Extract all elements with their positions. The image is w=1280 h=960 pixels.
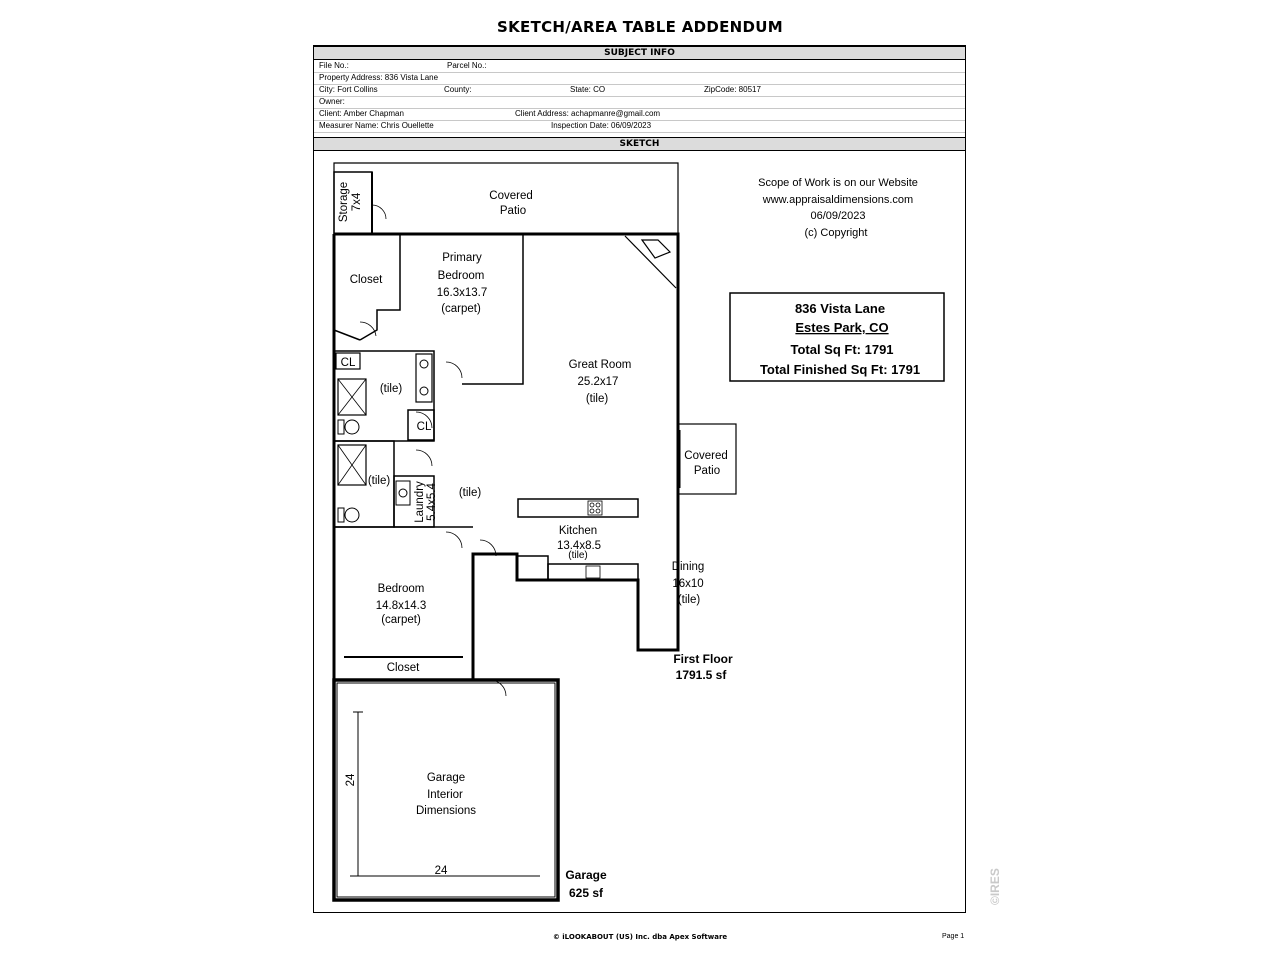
kitchen-appliance bbox=[516, 555, 549, 581]
covered-patio-side-line-2: Patio bbox=[694, 465, 720, 477]
garage-dim-horizontal-label: 24 bbox=[435, 865, 448, 877]
great-room-line-3: (tile) bbox=[586, 393, 609, 405]
covered-patio-top-line-2: Patio bbox=[500, 205, 526, 217]
bath-2-label: (tile) bbox=[368, 475, 391, 487]
garage-area-value: 625 sf bbox=[569, 886, 604, 900]
dining-line-3: (tile) bbox=[678, 594, 701, 606]
laundry-dims: 5.4x5.4 bbox=[426, 483, 438, 521]
storage-label: Storage bbox=[338, 182, 350, 222]
scope-line-3: 06/09/2023 bbox=[810, 210, 865, 222]
summary-address: 836 Vista Lane bbox=[795, 301, 885, 316]
kitchen-counter bbox=[547, 563, 639, 581]
toilet-1-bowl bbox=[344, 419, 360, 435]
covered-patio-side-line-1: Covered bbox=[684, 450, 727, 462]
cl-1-label: CL bbox=[341, 357, 356, 369]
primary-bedroom-line-4: (carpet) bbox=[441, 303, 481, 315]
city: City: Fort Collins bbox=[319, 85, 378, 94]
sketch-header: SKETCH bbox=[314, 137, 965, 151]
vanity-1 bbox=[415, 353, 433, 403]
laundry-label: Laundry bbox=[414, 481, 426, 523]
owner: Owner: bbox=[319, 97, 345, 106]
bath-1-label: (tile) bbox=[380, 383, 403, 395]
shower-1 bbox=[337, 378, 367, 416]
kitchen-line-2: 13.4x8.5 bbox=[557, 540, 601, 552]
scope-line-1: Scope of Work is on our Website bbox=[758, 177, 918, 189]
parcel-no: Parcel No.: bbox=[447, 61, 487, 70]
laundry-sink bbox=[395, 480, 411, 506]
kitchen-line-3: (tile) bbox=[568, 550, 587, 561]
bedroom-line-1: Bedroom bbox=[378, 583, 425, 595]
hall-label: (tile) bbox=[459, 487, 482, 499]
garage-line-2: Interior bbox=[427, 789, 463, 801]
info-row-file: File No.: Parcel No.: bbox=[314, 60, 965, 73]
shower-2 bbox=[337, 444, 367, 486]
fireplace bbox=[640, 239, 672, 259]
footer-page-number: Page 1 bbox=[942, 933, 965, 940]
info-row-address: Property Address: 836 Vista Lane bbox=[314, 72, 965, 85]
closet-wall bbox=[333, 329, 361, 341]
first-floor-area: 1791.5 sf bbox=[676, 668, 728, 682]
covered-patio-side bbox=[677, 423, 737, 495]
summary-city: Estes Park, CO bbox=[795, 320, 888, 335]
cl-2-box bbox=[407, 409, 435, 441]
addendum-frame: SUBJECT INFO File No.: Parcel No.: Prope… bbox=[313, 45, 966, 913]
subject-info-header: SUBJECT INFO bbox=[314, 46, 965, 60]
storage-dims: 7x4 bbox=[351, 192, 363, 211]
zipcode: ZipCode: 80517 bbox=[704, 85, 761, 94]
closet-top-label: Closet bbox=[350, 274, 383, 286]
info-row-owner: Owner: bbox=[314, 96, 965, 109]
state: State: CO bbox=[570, 85, 606, 94]
property-address: Property Address: 836 Vista Lane bbox=[319, 73, 439, 82]
inspection-date: Inspection Date: 06/09/2023 bbox=[551, 121, 652, 130]
client-address: Client Address: achapmanre@gmail.com bbox=[515, 109, 661, 118]
scope-line-4: (c) Copyright bbox=[805, 227, 868, 239]
great-room-line-1: Great Room bbox=[569, 359, 632, 371]
document-title: SKETCH/AREA TABLE ADDENDUM bbox=[497, 18, 783, 36]
file-no: File No.: bbox=[319, 61, 349, 70]
garage-line-1: Garage bbox=[427, 772, 465, 784]
measurer-name: Measurer Name: Chris Ouellette bbox=[319, 121, 434, 130]
garage-area-label: Garage bbox=[565, 868, 607, 882]
covered-patio-top-line-1: Covered bbox=[489, 190, 532, 202]
floor-plan-walls bbox=[332, 162, 737, 902]
bedroom-line-3: (carpet) bbox=[381, 614, 421, 626]
info-row-city: City: Fort Collins County: State: CO Zip… bbox=[314, 84, 965, 97]
summary-total-finished: Total Finished Sq Ft: 1791 bbox=[760, 362, 920, 377]
info-row-measurer: Measurer Name: Chris Ouellette Inspectio… bbox=[314, 120, 965, 133]
toilet-2-tank bbox=[337, 507, 345, 523]
toilet-1-tank bbox=[337, 419, 345, 435]
cl-2-label: CL bbox=[417, 421, 432, 433]
primary-bedroom-side bbox=[462, 234, 524, 385]
ires-watermark: ©IRES bbox=[988, 868, 1002, 905]
kitchen-island bbox=[517, 498, 639, 518]
scope-text: Scope of Work is on our Website www.appr… bbox=[758, 177, 918, 239]
primary-bedroom-line-2: Bedroom bbox=[438, 270, 485, 282]
primary-bedroom-wall bbox=[359, 234, 401, 341]
closet-bottom-label: Closet bbox=[387, 662, 420, 674]
scope-line-2: www.appraisaldimensions.com bbox=[762, 194, 913, 206]
kitchen-line-1: Kitchen bbox=[559, 525, 597, 537]
toilet-2-bowl bbox=[344, 507, 360, 523]
dining-line-1: Dining bbox=[672, 561, 705, 573]
cl-1-box bbox=[335, 352, 361, 370]
room-labels: Storage 7x4 Covered Patio Closet Primary… bbox=[338, 182, 728, 877]
garage-dim-vertical-label: 24 bbox=[345, 773, 357, 786]
primary-bedroom-line-1: Primary bbox=[442, 252, 482, 264]
bedroom-line-2: 14.8x14.3 bbox=[376, 600, 427, 612]
primary-bedroom-line-3: 16.3x13.7 bbox=[437, 287, 488, 299]
footer-copyright: © iLOOKABOUT (US) Inc. dba Apex Software bbox=[552, 933, 728, 941]
area-labels: First Floor 1791.5 sf Garage 625 sf bbox=[565, 652, 733, 900]
county: County: bbox=[444, 85, 472, 94]
garage-outline bbox=[332, 678, 560, 902]
summary-total-sqft: Total Sq Ft: 1791 bbox=[790, 342, 893, 357]
dining-line-2: 16x10 bbox=[672, 578, 703, 590]
summary-box bbox=[729, 292, 945, 382]
garage-line-3: Dimensions bbox=[416, 805, 476, 817]
first-floor-label: First Floor bbox=[673, 652, 733, 666]
client: Client: Amber Chapman bbox=[319, 109, 404, 118]
summary-text: 836 Vista Lane Estes Park, CO Total Sq F… bbox=[760, 301, 920, 377]
great-room-line-2: 25.2x17 bbox=[578, 376, 619, 388]
info-row-client: Client: Amber Chapman Client Address: ac… bbox=[314, 108, 965, 121]
